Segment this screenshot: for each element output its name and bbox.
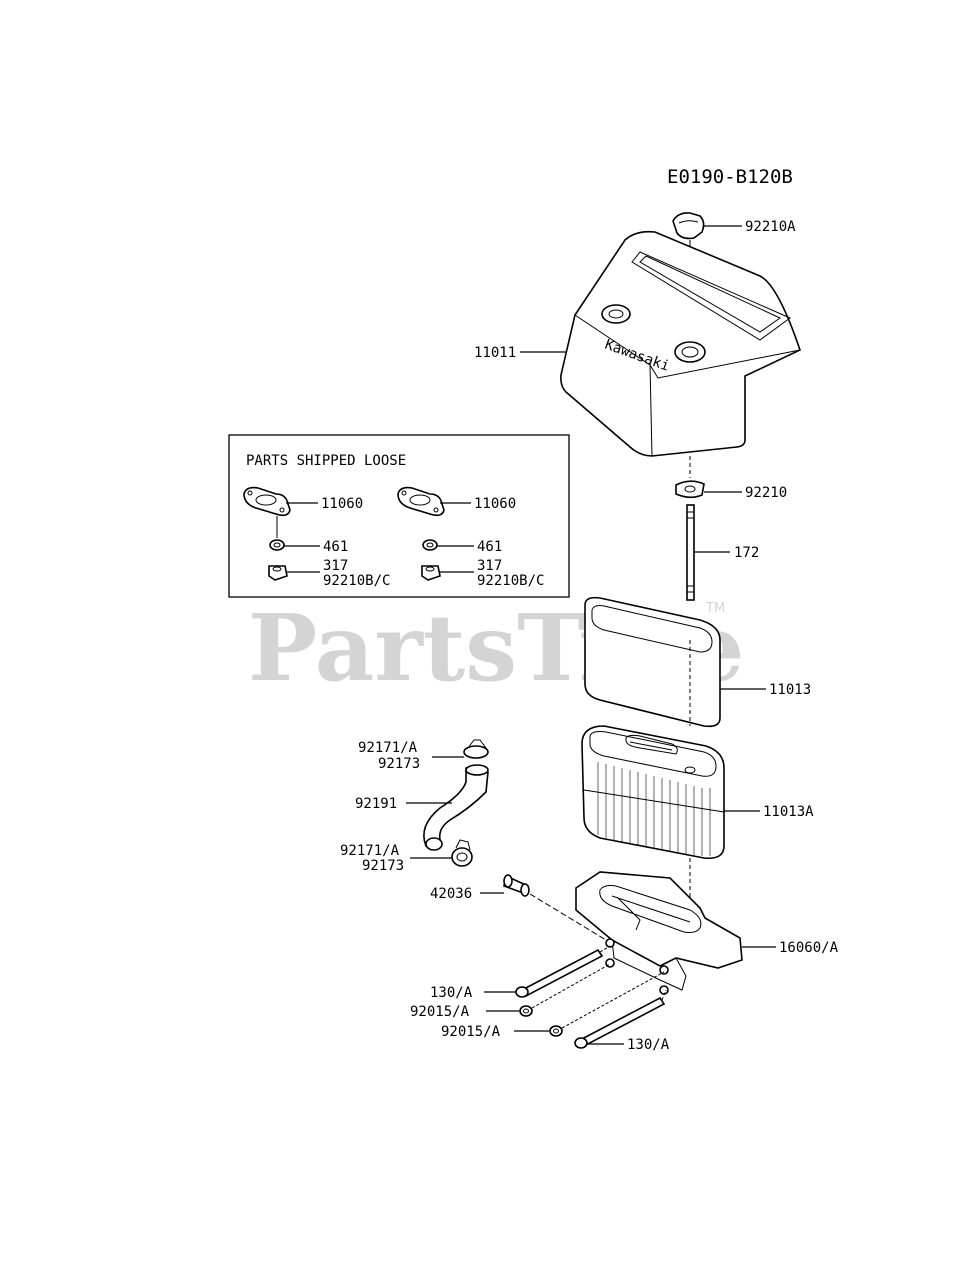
- inset-right-92210BC[interactable]: 92210B/C: [477, 573, 544, 589]
- wing-nut-92210-part[interactable]: [675, 480, 705, 499]
- bolt-right-part[interactable]: [574, 996, 666, 1049]
- clamp-bottom-part[interactable]: [451, 839, 473, 867]
- inset-right-gasket[interactable]: [397, 486, 445, 517]
- pre-cleaner-part[interactable]: [584, 596, 721, 728]
- callout-92173-bot[interactable]: 92173: [362, 858, 404, 874]
- diagram-code: E0190-B120B: [667, 166, 793, 188]
- callout-172[interactable]: 172: [734, 545, 759, 561]
- callout-92210[interactable]: 92210: [745, 485, 787, 501]
- callout-130A-right[interactable]: 130/A: [627, 1037, 670, 1053]
- bolt-left-part[interactable]: [515, 948, 604, 998]
- clamp-top-part[interactable]: [463, 739, 489, 759]
- callout-11013[interactable]: 11013: [769, 682, 811, 698]
- inset-title: PARTS SHIPPED LOOSE: [246, 453, 406, 469]
- inset-right-317[interactable]: 317: [477, 558, 502, 574]
- callout-92015A-1[interactable]: 92015/A: [410, 1004, 470, 1020]
- inset-right-nut[interactable]: [421, 565, 441, 581]
- nut-right-part[interactable]: [549, 1025, 563, 1037]
- nut-left-part[interactable]: [519, 1005, 533, 1017]
- inset-left-gasket[interactable]: [243, 486, 291, 517]
- wing-nut-part[interactable]: [672, 212, 705, 240]
- callout-130A-left[interactable]: 130/A: [430, 985, 473, 1001]
- inset-left-11060[interactable]: 11060: [321, 496, 363, 512]
- watermark-tm: TM: [705, 601, 725, 616]
- callout-11013A[interactable]: 11013A: [763, 804, 814, 820]
- inset-left-461[interactable]: 461: [323, 539, 348, 555]
- air-cleaner-base-part[interactable]: [575, 871, 743, 995]
- callout-42036[interactable]: 42036: [430, 886, 472, 902]
- callout-92015A-2[interactable]: 92015/A: [441, 1024, 501, 1040]
- stud-part[interactable]: [686, 504, 695, 601]
- callout-92173-top[interactable]: 92173: [378, 756, 420, 772]
- inset-right-washer[interactable]: [422, 539, 438, 551]
- callout-92210A[interactable]: 92210A: [745, 219, 796, 235]
- inset-right-11060[interactable]: 11060: [474, 496, 516, 512]
- callout-92171A-bot[interactable]: 92171/A: [340, 843, 400, 859]
- inset-left-92210BC[interactable]: 92210B/C: [323, 573, 390, 589]
- inset-right-461[interactable]: 461: [477, 539, 502, 555]
- inset-left-317[interactable]: 317: [323, 558, 348, 574]
- breather-hose-part[interactable]: [423, 764, 489, 851]
- callout-11011[interactable]: 11011: [474, 345, 516, 361]
- breather-fitting-part[interactable]: [503, 874, 530, 897]
- air-filter-part[interactable]: [581, 725, 725, 860]
- inset-left-washer[interactable]: [269, 539, 285, 551]
- inset-left-nut[interactable]: [268, 565, 288, 581]
- callout-16060A[interactable]: 16060/A: [779, 940, 839, 956]
- callout-92191[interactable]: 92191: [355, 796, 397, 812]
- callout-92171A-top[interactable]: 92171/A: [358, 740, 418, 756]
- parts-shipped-loose-box: PARTS SHIPPED LOOSE 11060 461 317 92210B…: [228, 434, 570, 598]
- air-cleaner-cover-part[interactable]: Kawasaki: [560, 230, 801, 457]
